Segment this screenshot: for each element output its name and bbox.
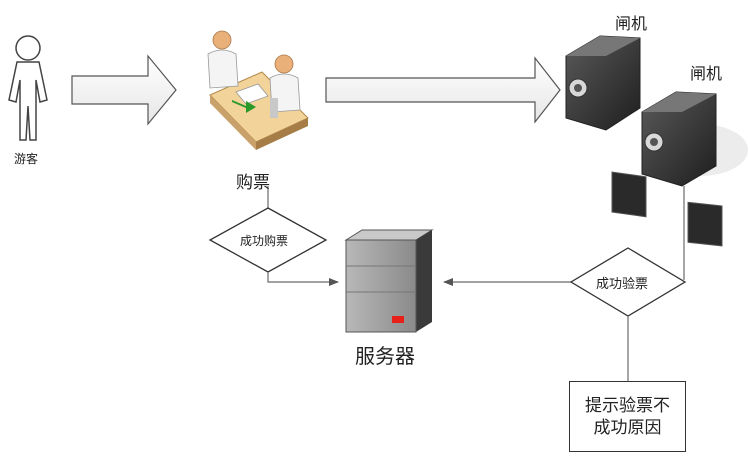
decision-verify-success-label: 成功验票 — [596, 277, 649, 292]
big-arrow-purchase-to-gates — [325, 56, 561, 124]
gate-camera-2-icon — [641, 91, 748, 247]
decision-purchase-success-label: 成功购票 — [240, 234, 289, 248]
server-icon — [344, 229, 434, 333]
visitor-icon — [8, 35, 48, 141]
purchase-label: 购票 — [236, 173, 270, 193]
server-label: 服务器 — [355, 344, 415, 368]
connector-decision-to-server — [267, 272, 339, 286]
big-arrow-visitor-to-purchase — [71, 54, 177, 126]
gate1-label: 闸机 — [615, 14, 648, 33]
reason-box-line1: 提示验票不 — [585, 395, 670, 416]
gate-camera-1-icon — [565, 35, 647, 218]
visitor-label: 游客 — [14, 152, 39, 166]
reason-box: 提示验票不 成功原因 — [569, 381, 686, 452]
reason-box-line2: 成功原因 — [593, 417, 662, 438]
ticket-office-icon — [207, 30, 309, 150]
gate2-label: 闸机 — [690, 64, 723, 83]
